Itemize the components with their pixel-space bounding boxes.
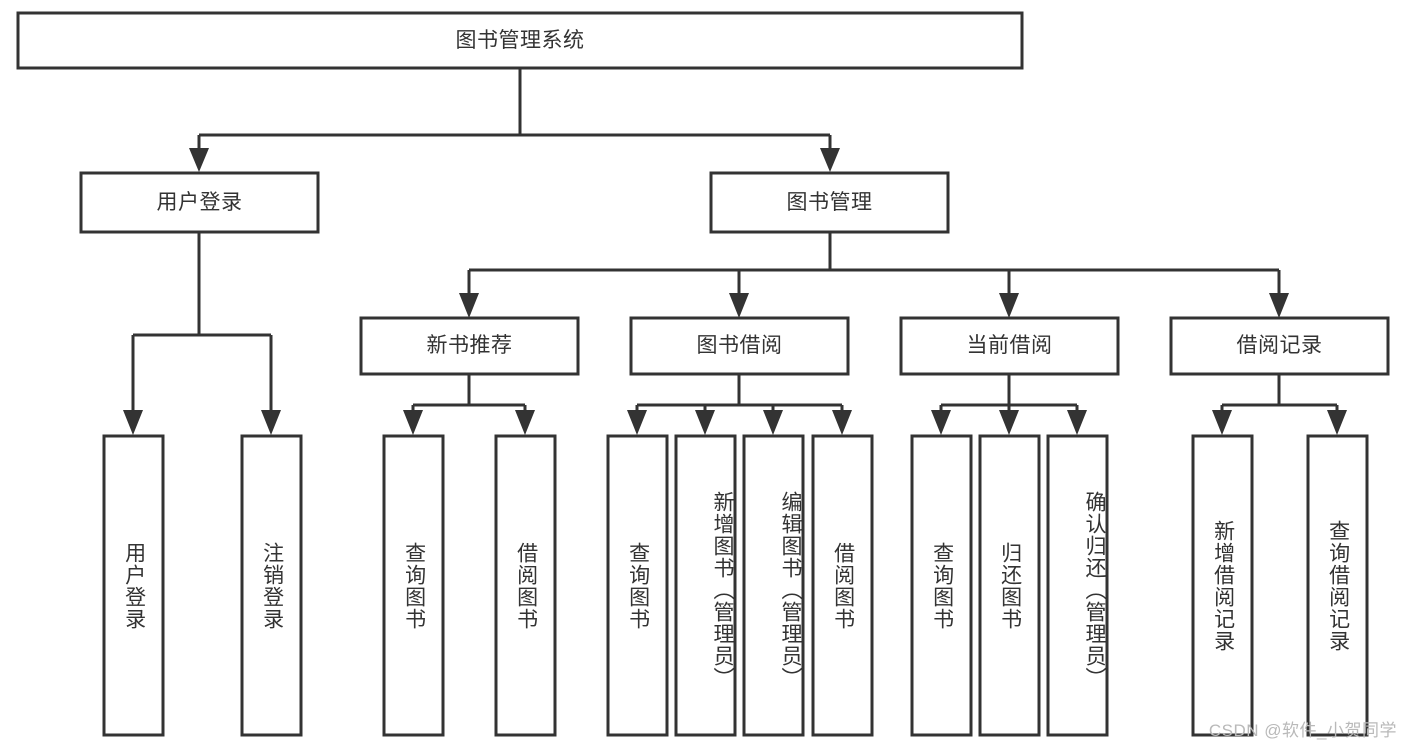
node-box-book-borrow[interactable] [629,316,850,376]
node-box-leaf-logout[interactable] [240,434,303,737]
node-box-root[interactable] [16,11,1024,70]
arrow-head-bb-leaf-2 [695,410,715,435]
arrow-head-bb-leaf-4 [832,410,852,435]
arrow-head-current-borrow [999,293,1019,318]
arrow-head-bb-leaf-3 [763,410,783,435]
node-box-book-management[interactable] [709,171,950,234]
arrow-head-borrow-records [1269,293,1289,318]
arrow-head-new-book-rec [459,293,479,318]
arrow-head-bb-leaf-1 [627,410,647,435]
arrow-head-br-leaf-2 [1327,410,1347,435]
node-box-leaf-bb-borrow-book[interactable] [811,434,874,737]
node-box-current-borrow[interactable] [899,316,1120,376]
csdn-watermark: CSDN @软件_小贺同学 [1208,721,1397,740]
node-box-leaf-bb-edit-book[interactable] [742,434,805,737]
node-box-leaf-cb-confirm-return[interactable] [1046,434,1109,737]
arrow-head-book-mgmt [820,148,840,172]
arrow-head-cb-leaf-2 [999,410,1019,435]
node-box-leaf-br-query-record[interactable] [1306,434,1369,737]
node-box-leaf-br-add-record[interactable] [1191,434,1254,737]
arrow-head-nbr-leaf-2 [515,410,535,435]
arrow-head-user-login [189,148,209,172]
node-box-leaf-user-login[interactable] [102,434,165,737]
arrow-head-leaf-user-login [123,410,143,435]
arrow-head-book-borrow [729,293,749,318]
node-box-leaf-bb-add-book[interactable] [674,434,737,737]
arrow-head-leaf-logout [261,410,281,435]
node-box-leaf-bb-query-book[interactable] [606,434,669,737]
arrow-head-cb-leaf-3 [1067,410,1087,435]
node-box-leaf-nbr-borrow-book[interactable] [494,434,557,737]
node-box-leaf-nbr-query-book[interactable] [382,434,445,737]
arrow-head-br-leaf-1 [1212,410,1232,435]
node-box-user-login[interactable] [79,171,320,234]
arrow-head-cb-leaf-1 [931,410,951,435]
node-box-new-book-recommend[interactable] [359,316,580,376]
arrow-head-nbr-leaf-1 [403,410,423,435]
node-box-leaf-cb-query-book[interactable] [910,434,973,737]
node-box-leaf-cb-return-book[interactable] [978,434,1041,737]
node-box-borrow-records[interactable] [1169,316,1390,376]
